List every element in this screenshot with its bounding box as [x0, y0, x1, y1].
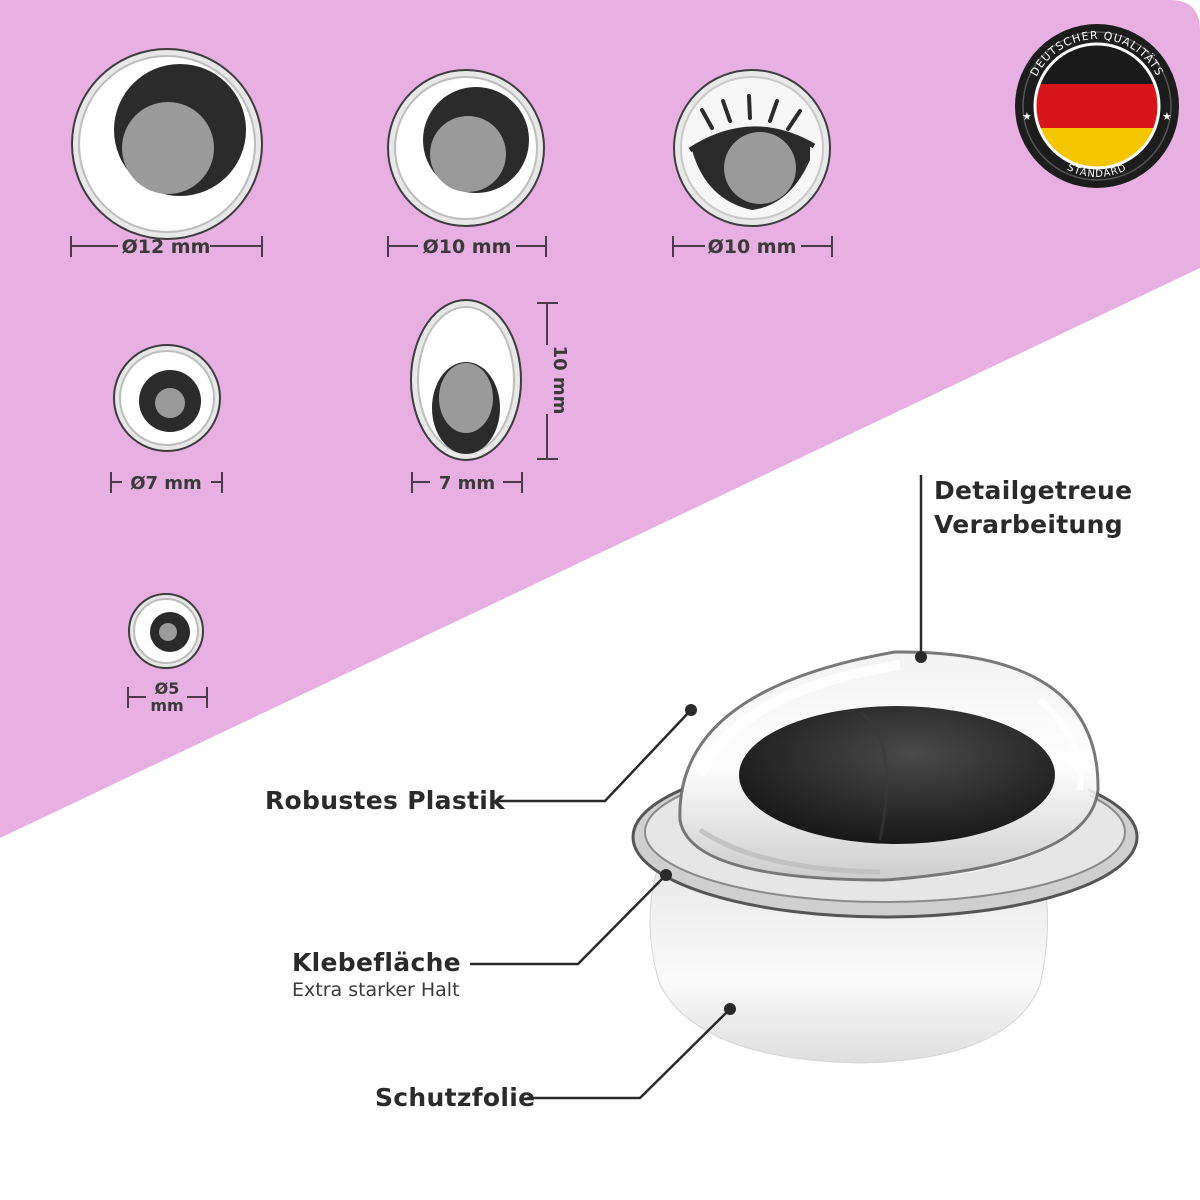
- googly-eye-round-10: [387, 69, 545, 227]
- dimension-line-round-7: [110, 472, 223, 493]
- dimension-line-oval-width: [411, 472, 523, 493]
- callout-adhesive-sub: Extra starker Halt: [292, 979, 460, 1001]
- size-label-round-5-line2: mm: [150, 696, 183, 715]
- quality-badge: DEUTSCHER QUALITÄTS STANDARD ★ ★: [1015, 24, 1179, 188]
- callout-detail-line2: Verarbeitung: [934, 510, 1123, 539]
- callout-line-adhesive: [470, 875, 666, 966]
- callout-detail-line1: Detailgetreue: [934, 476, 1133, 505]
- dimension-line-oval-height: [537, 302, 558, 460]
- callout-dot-adhesive: [660, 869, 672, 881]
- size-label-round-7: Ø7 mm: [130, 473, 202, 494]
- badge-star-icon: ★: [1162, 110, 1172, 123]
- dimension-line-lashes-10: [672, 236, 833, 257]
- size-label-round-12: Ø12 mm: [122, 236, 211, 258]
- size-label-lashes-10: Ø10 mm: [708, 236, 797, 258]
- googly-eye-lashes-10: [673, 69, 831, 227]
- callout-dot-plastic: [685, 704, 697, 716]
- callout-plastic: Robustes Plastik: [265, 786, 506, 815]
- size-label-round-5-line1: Ø5: [155, 679, 180, 698]
- callout-lines: [470, 475, 923, 1100]
- size-label-oval-height: 10 mm: [549, 346, 570, 415]
- dimension-line-round-5: [127, 687, 208, 708]
- callout-adhesive: Klebefläche: [292, 948, 461, 977]
- callout-dot-detail: [915, 651, 927, 663]
- callout-dot-film: [724, 1003, 736, 1015]
- pupil: [739, 706, 1055, 844]
- pink-background: [0, 0, 1200, 838]
- size-label-oval-width: 7 mm: [439, 473, 495, 494]
- googly-eye-product: [631, 650, 1139, 1064]
- googly-eye-round-12: [71, 48, 263, 240]
- callout-line-plastic: [498, 710, 691, 803]
- german-flag-icon: [1035, 44, 1159, 168]
- callout-line-film: [527, 1009, 730, 1100]
- callout-film: Schutzfolie: [375, 1083, 536, 1112]
- size-label-round-10: Ø10 mm: [423, 236, 512, 258]
- dimension-line-round-12: [70, 236, 263, 257]
- googly-eye-oval: [410, 299, 522, 461]
- callout-detail: Detailgetreue Verarbeitung: [934, 474, 1132, 542]
- badge-star-icon: ★: [1022, 110, 1032, 123]
- googly-eye-round-5: [128, 593, 204, 669]
- callout-dots: [660, 651, 927, 1015]
- googly-eye-round-7: [113, 344, 221, 452]
- dimension-line-round-10: [387, 236, 547, 257]
